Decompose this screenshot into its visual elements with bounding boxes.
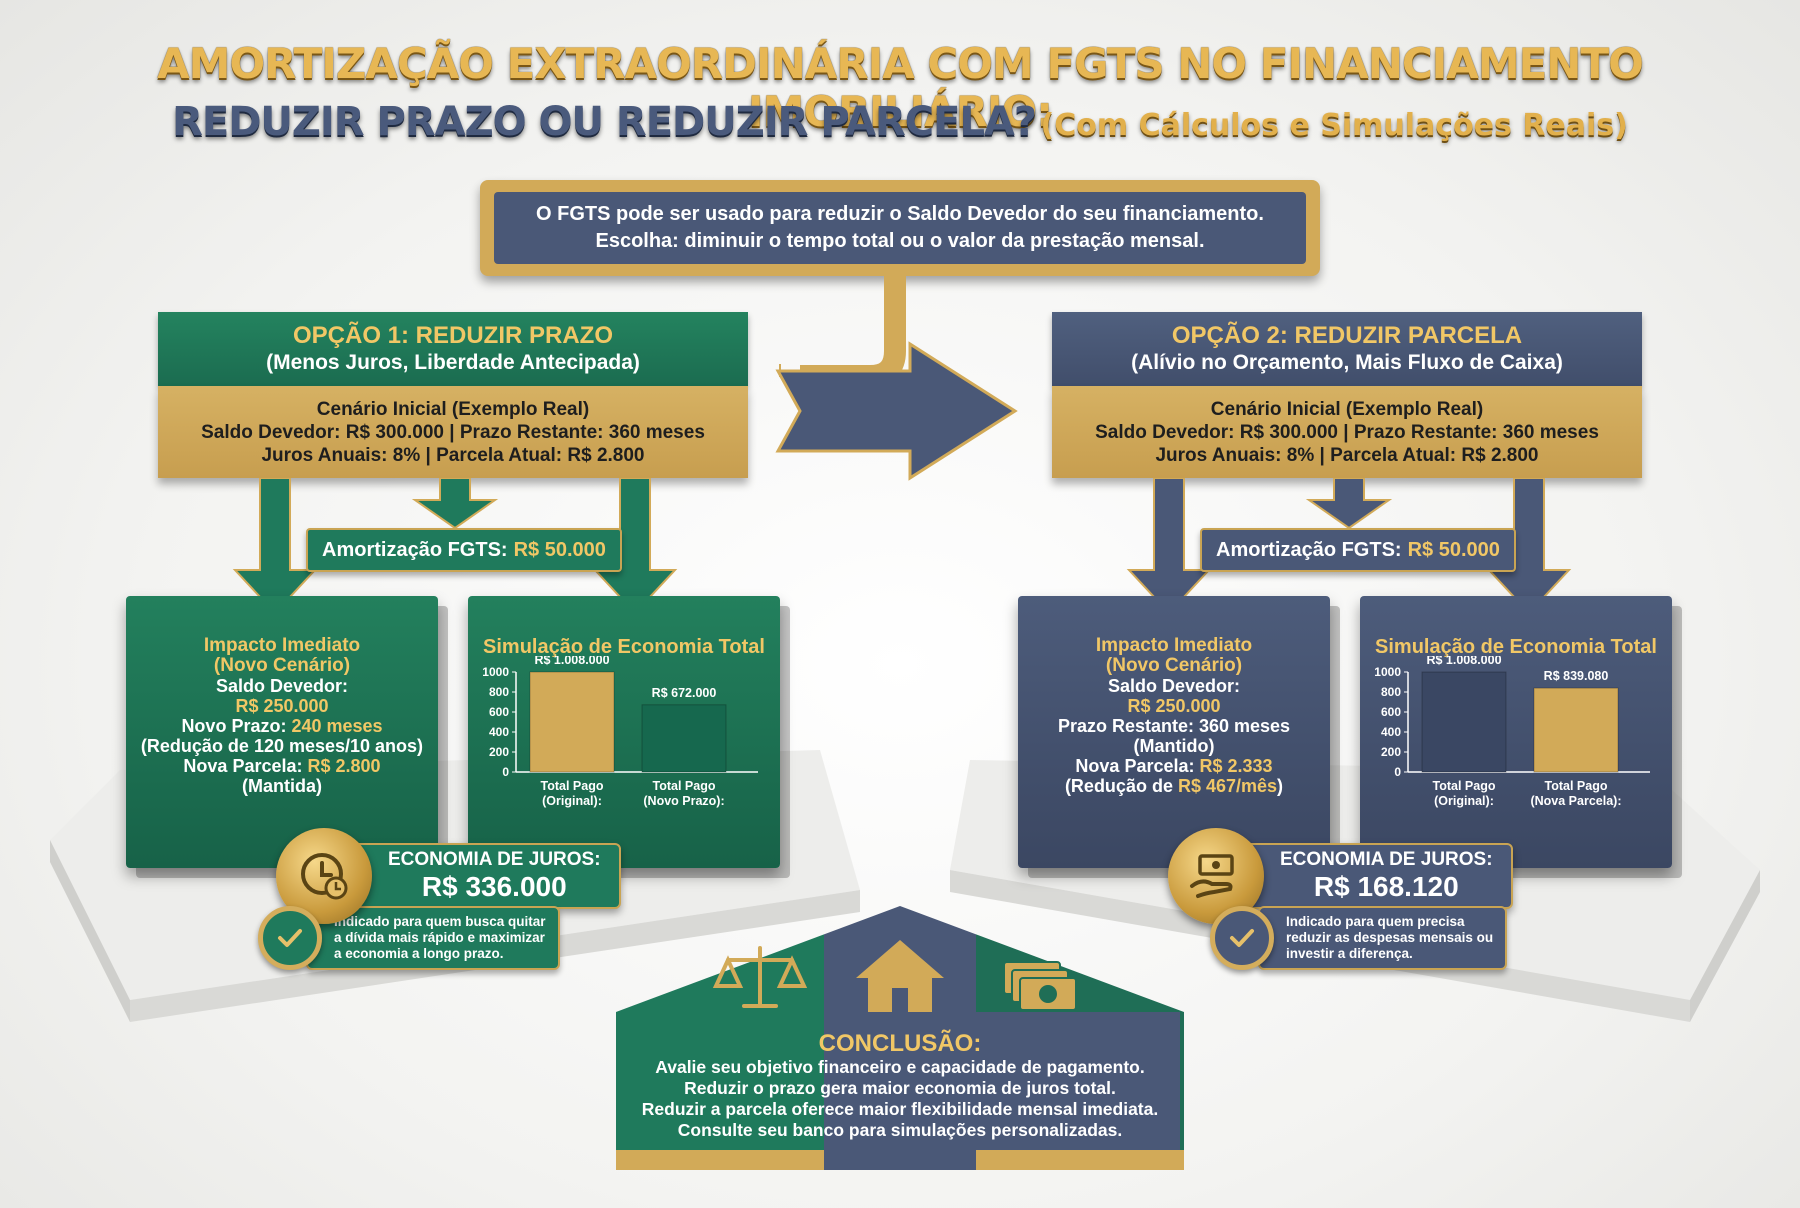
- check-badge-icon: [1210, 906, 1274, 970]
- conclusion: CONCLUSÃO: Avalie seu objetivo financeir…: [620, 1012, 1180, 1160]
- main-title-line2: REDUZIR PRAZO OU REDUZIR PARCELA? (Com C…: [0, 94, 1800, 159]
- category-label: (Nova Parcela):: [1530, 794, 1621, 808]
- option2-chart-title: Simulação de Economia Total: [1375, 636, 1657, 658]
- conclusion-line: Avalie seu objetivo financeiro e capacid…: [655, 1057, 1145, 1077]
- conclusion-title: CONCLUSÃO:: [818, 1030, 982, 1057]
- option2-impact-card: Impacto Imediato (Novo Cenário) Saldo De…: [1018, 596, 1330, 868]
- scenario-line2: Saldo Devedor: R$ 300.000 | Prazo Restan…: [1095, 421, 1599, 443]
- category-label: (Novo Prazo):: [643, 794, 724, 808]
- option1-title: OPÇÃO 1: REDUZIR PRAZO: [292, 322, 613, 349]
- conclusion-house: [616, 906, 1184, 1170]
- intro-box: O FGTS pode ser usado para reduzir o Sal…: [480, 180, 1320, 276]
- arrow-right-icon: [775, 341, 1018, 481]
- chart-bar: [1533, 687, 1619, 773]
- scenario-line2: Saldo Devedor: R$ 300.000 | Prazo Restan…: [201, 421, 705, 443]
- conclusion-line: Reduzir a parcela oferece maior flexibil…: [641, 1099, 1159, 1119]
- house-icon: [856, 940, 944, 1012]
- data-label: R$ 672.000: [652, 686, 717, 700]
- y-tick-label: 600: [1381, 705, 1401, 719]
- scale-icon: [712, 946, 808, 1008]
- scenario-title: Cenário Inicial (Exemplo Real): [1210, 398, 1484, 420]
- option2-chart-card: Simulação de Economia Total 0 200 400 600 80…: [1360, 596, 1672, 868]
- title-subtitle: (Com Cálculos e Simulações Reais): [1040, 108, 1628, 143]
- option2-subtitle: (Alívio no Orçamento, Mais Fluxo de Caix…: [1131, 351, 1563, 374]
- y-tick-label: 0: [1394, 765, 1401, 779]
- option1-economy: ECONOMIA DE JUROS: R$ 336.000: [276, 828, 621, 924]
- option1-economy-box: ECONOMIA DE JUROS: R$ 336.000: [352, 843, 621, 909]
- check-badge-icon: [258, 906, 322, 970]
- y-tick-label: 1000: [1374, 665, 1401, 679]
- intro-line1: O FGTS pode ser usado para reduzir o Sal…: [536, 203, 1264, 225]
- option1-subtitle: (Menos Juros, Liberdade Antecipada): [266, 351, 640, 374]
- option2-note: Indicado para quem precisa reduzir as de…: [1210, 906, 1508, 970]
- y-tick-label: 200: [489, 745, 509, 759]
- scenario-line3: Juros Anuais: 8% | Parcela Atual: R$ 2.8…: [1155, 444, 1539, 466]
- category-label: Total Pago: [653, 779, 716, 793]
- chart-bar: [1421, 671, 1507, 773]
- option1-scenario: Cenário Inicial (Exemplo Real) Saldo Dev…: [158, 386, 748, 478]
- option1-impact-card: Impacto Imediato (Novo Cenário) Saldo De…: [126, 596, 438, 868]
- category-label: (Original):: [1434, 794, 1494, 808]
- title-question: REDUZIR PRAZO OU REDUZIR PARCELA?: [172, 99, 1037, 145]
- conclusion-line: Reduzir o prazo gera maior economia de j…: [684, 1078, 1116, 1098]
- data-label: R$ 1.008.000: [1426, 656, 1501, 667]
- scenario-line3: Juros Anuais: 8% | Parcela Atual: R$ 2.8…: [261, 444, 645, 466]
- y-tick-label: 1000: [482, 665, 509, 679]
- conclusion-line: Consulte seu banco para simulações perso…: [677, 1120, 1123, 1140]
- category-label: Total Pago: [1433, 779, 1496, 793]
- category-label: Total Pago: [541, 779, 604, 793]
- y-tick-label: 0: [502, 765, 509, 779]
- chart-bar: [529, 671, 615, 773]
- y-tick-label: 600: [489, 705, 509, 719]
- category-label: Total Pago: [1545, 779, 1608, 793]
- money-stack-icon: [1003, 961, 1077, 1011]
- option2-note-text: Indicado para quem precisa reduzir as de…: [1258, 906, 1508, 970]
- data-label: R$ 839.080: [1544, 669, 1609, 683]
- data-label: R$ 1.008.000: [534, 656, 609, 667]
- option2-economy: ECONOMIA DE JUROS: R$ 168.120: [1168, 828, 1513, 924]
- option1-arrows: [232, 478, 678, 615]
- y-tick-label: 400: [1381, 725, 1401, 739]
- main-title-line1: AMORTIZAÇÃO EXTRAORDINÁRIA COM FGTS NO F…: [157, 39, 1644, 136]
- option1-chart-card: Simulação de Economia Total 0 200 400 600 80…: [468, 596, 780, 868]
- center-arrow: [775, 276, 1018, 481]
- option1-header: OPÇÃO 1: REDUZIR PRAZO (Menos Juros, Lib…: [158, 312, 748, 386]
- y-tick-label: 400: [489, 725, 509, 739]
- y-tick-label: 800: [489, 685, 509, 699]
- scenario-title: Cenário Inicial (Exemplo Real): [316, 398, 590, 420]
- option2-header: OPÇÃO 2: REDUZIR PARCELA (Alívio no Orça…: [1052, 312, 1642, 386]
- option1-chart-title: Simulação de Economia Total: [483, 636, 765, 658]
- intro-line2: Escolha: diminuir o tempo total ou o val…: [595, 230, 1205, 252]
- category-label: (Original):: [542, 794, 602, 808]
- y-tick-label: 800: [1381, 685, 1401, 699]
- option2-economy-box: ECONOMIA DE JUROS: R$ 168.120: [1244, 843, 1513, 909]
- option2-fgts: Amortização FGTS: R$ 50.000: [1200, 528, 1516, 572]
- y-tick-label: 200: [1381, 745, 1401, 759]
- option2-arrows: [1126, 478, 1572, 615]
- option1-fgts: Amortização FGTS: R$ 50.000: [306, 528, 622, 572]
- option2-title: OPÇÃO 2: REDUZIR PARCELA: [1171, 322, 1523, 349]
- option1-note: Indicado para quem busca quitar a dívida…: [258, 906, 560, 970]
- chart-bar: [641, 704, 727, 773]
- option2-scenario: Cenário Inicial (Exemplo Real) Saldo Dev…: [1052, 386, 1642, 478]
